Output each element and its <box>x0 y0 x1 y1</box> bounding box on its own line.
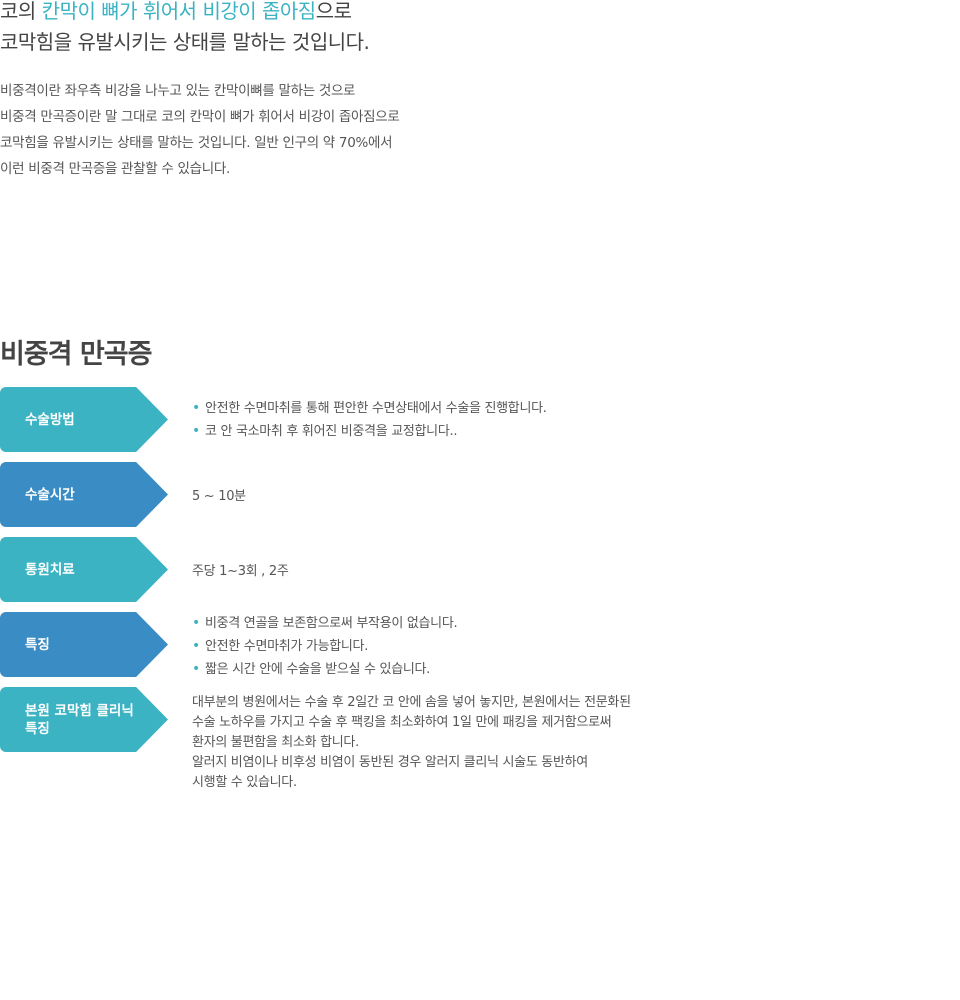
intro-line: 비중격이란 좌우측 비강을 나누고 있는 칸막이뼈를 말하는 것으로 <box>0 83 356 99</box>
intro-line: 이런 비중격 만곡증을 관찰할 수 있습니다. <box>0 161 230 177</box>
paragraph-line: 수술 노하우를 가지고 수술 후 팩킹을 최소화하여 1일 만에 패킹을 제거함… <box>192 715 612 730</box>
intro-line: 비중격 만곡증이란 말 그대로 코의 칸막이 뼈가 휘어서 비강이 좁아짐으로 <box>0 109 400 125</box>
bullet-item: 안전한 수면마취가 가능합니다. <box>192 635 457 658</box>
row-label-line: 특징 <box>25 720 50 737</box>
intro-line: 코막힘을 유발시키는 상태를 말하는 것입니다. 일반 인구의 약 70%에서 <box>0 135 393 151</box>
lead-accent-text: 칸막이 뼈가 휘어서 비강이 좁아짐 <box>41 0 317 23</box>
row-content: 5 ~ 10분 <box>192 485 246 504</box>
bullet-item: 코 안 국소마취 후 휘어진 비중격을 교정합니다.. <box>192 420 547 443</box>
row-label-tag: 특징 <box>0 612 168 677</box>
intro-paragraph: 비중격이란 좌우측 비강을 나누고 있는 칸막이뼈를 말하는 것으로 비중격 만… <box>0 78 400 182</box>
row-label-line: 본원 코막힘 클리닉 <box>25 702 134 719</box>
lead-text-post: 으로 <box>315 0 352 23</box>
row-content: 비중격 연골을 보존함으로써 부작용이 없습니다. 안전한 수면마취가 가능합니… <box>192 612 458 681</box>
bullet-item: 비중격 연골을 보존함으로써 부작용이 없습니다. <box>192 612 458 635</box>
lead-heading: 코의 칸막이 뼈가 휘어서 비강이 좁아짐으로 코막힘을 유발시키는 상태를 말… <box>0 0 370 58</box>
lead-text-line2: 코막힘을 유발시키는 상태를 말하는 것입니다. <box>0 30 370 54</box>
row-content: 대부분의 병원에서는 수술 후 2일간 코 안에 솜을 넣어 놓지만, 본원에서… <box>192 693 631 793</box>
paragraph-line: 환자의 불편함을 최소화 합니다. <box>192 735 359 750</box>
row-text: 주당 1~3회 , 2주 <box>192 564 289 579</box>
paragraph-line: 시행할 수 있습니다. <box>192 775 297 790</box>
bullet-item: 짧은 시간 안에 수술을 받으실 수 있습니다. <box>192 658 457 681</box>
row-label: 본원 코막힘 클리닉 특징 <box>25 702 134 738</box>
row-content: 주당 1~3회 , 2주 <box>192 560 289 579</box>
row-label-tag: 수술방법 <box>0 387 168 452</box>
lead-text-pre: 코의 <box>0 0 42 23</box>
row-label: 수술방법 <box>25 411 75 428</box>
paragraph-line: 대부분의 병원에서는 수술 후 2일간 코 안에 솜을 넣어 놓지만, 본원에서… <box>192 695 631 710</box>
row-label-tag: 본원 코막힘 클리닉 특징 <box>0 687 168 752</box>
bullet-item: 안전한 수면마취를 통해 편안한 수면상태에서 수술을 진행합니다. <box>192 397 547 420</box>
row-label: 통원치료 <box>25 561 75 578</box>
row-label: 수술시간 <box>25 486 75 503</box>
row-content: 안전한 수면마취를 통해 편안한 수면상태에서 수술을 진행합니다. 코 안 국… <box>192 397 547 443</box>
section-title: 비중격 만곡증 <box>0 339 152 370</box>
row-text: 5 ~ 10분 <box>192 489 246 504</box>
row-label-tag: 수술시간 <box>0 462 168 527</box>
paragraph-line: 알러지 비염이나 비후성 비염이 동반된 경우 알러지 클리닉 시술도 동반하여 <box>192 755 588 770</box>
row-label-tag: 통원치료 <box>0 537 168 602</box>
row-label: 특징 <box>25 636 50 653</box>
